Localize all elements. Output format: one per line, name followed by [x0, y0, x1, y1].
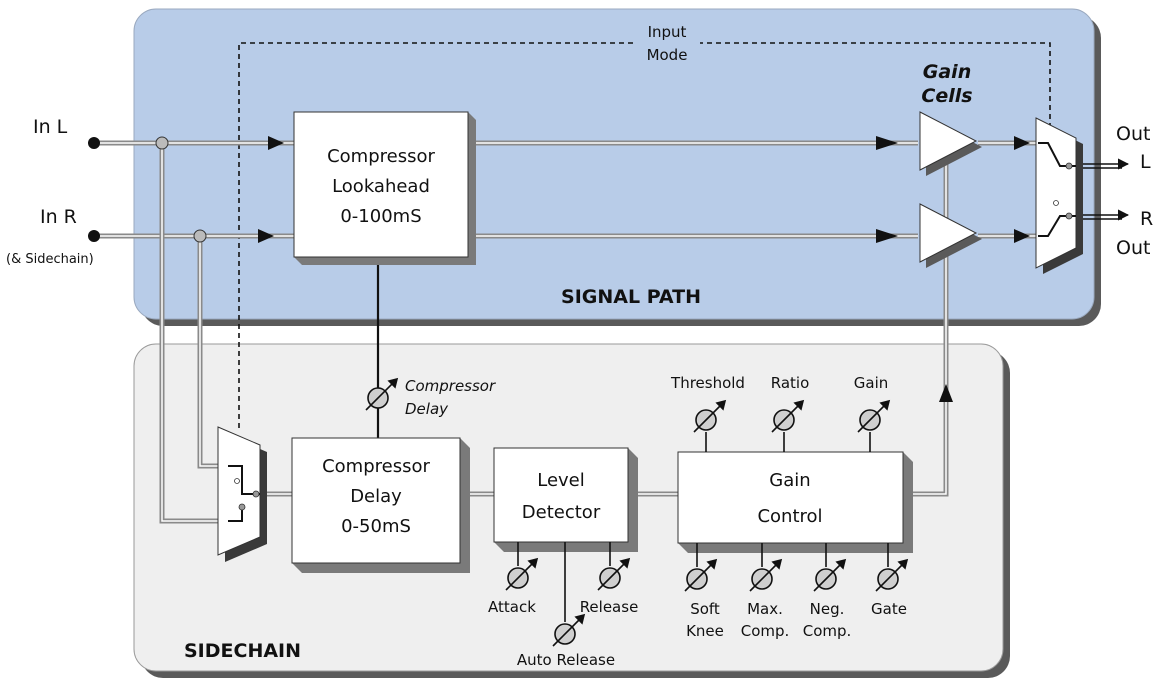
threshold-label: Threshold [670, 374, 745, 392]
soft-knee-label-line2: Knee [686, 622, 724, 640]
gain-cell-r [919, 203, 982, 268]
auto-release-knob-icon [552, 542, 586, 647]
neg-comp-label-line1: Neg. [810, 600, 845, 618]
out-r-word: Out [1116, 237, 1150, 259]
compressor-delay-knob-icon [365, 377, 399, 411]
input-terminals [88, 136, 207, 243]
gain-cells-label-line2: Cells [921, 85, 972, 107]
input-mode-path [238, 42, 1051, 430]
max-comp-label-line1: Max. [747, 600, 783, 618]
out-l-letter: L [1140, 151, 1151, 173]
compressor-delay-label-line2: Delay [405, 400, 449, 418]
attack-label: Attack [488, 598, 536, 616]
delay-line2: Delay [350, 486, 402, 507]
gain-control-line1: Gain [769, 470, 810, 491]
auto-release-label: Auto Release [517, 651, 615, 669]
lookahead-line1: Compressor [327, 146, 435, 167]
signal-path-region [133, 8, 1101, 326]
gain-label: Gain [854, 374, 889, 392]
sidechain-title: SIDECHAIN [184, 640, 301, 662]
input-mode-label-line1: Input [648, 23, 687, 41]
ratio-label: Ratio [771, 374, 810, 392]
release-label: Release [580, 598, 639, 616]
signal-arrows [258, 136, 1030, 402]
in-r-label: In R [40, 206, 77, 228]
lookahead-line2: Lookahead [332, 176, 430, 197]
threshold-knob-icon [693, 399, 727, 452]
gain-control-block: Gain Control [677, 451, 913, 553]
max-comp-label-line2: Comp. [741, 622, 790, 640]
out-r-letter: R [1140, 208, 1153, 230]
ratio-knob-icon [771, 399, 805, 452]
lookahead-block: Compressor Lookahead 0-100mS [293, 111, 476, 265]
compressor-delay-label-line1: Compressor [405, 377, 496, 395]
neg-comp-knob-icon [813, 543, 847, 592]
in-l-label: In L [33, 116, 68, 138]
gain-cell-l [919, 111, 982, 176]
gain-cells-label-line1: Gain [923, 61, 971, 83]
gate-label: Gate [871, 600, 907, 618]
input-mode-label-line2: Mode [647, 46, 688, 64]
out-l-word: Out [1116, 123, 1150, 145]
neg-comp-label-line2: Comp. [803, 622, 852, 640]
soft-knee-label-line1: Soft [690, 600, 720, 618]
delay-line1: Compressor [322, 456, 430, 477]
gain-knob-icon [857, 399, 891, 452]
soft-knee-knob-icon [684, 543, 718, 592]
delay-line3: 0-50mS [341, 516, 411, 537]
output-switch [1035, 117, 1083, 274]
in-r-note: (& Sidechain) [6, 252, 94, 267]
detector-line2: Detector [522, 502, 601, 523]
gain-control-line2: Control [757, 506, 822, 527]
signal-path-title: SIGNAL PATH [561, 286, 701, 308]
attack-knob-icon [505, 542, 539, 591]
release-knob-icon [597, 542, 631, 591]
gate-knob-icon [875, 543, 909, 592]
sidechain-input-switch [217, 426, 267, 562]
max-comp-knob-icon [749, 543, 783, 592]
detector-line1: Level [537, 470, 585, 491]
detector-block: Level Detector [493, 447, 638, 552]
pots [365, 377, 909, 647]
delay-block: Compressor Delay 0-50mS [291, 437, 470, 573]
lookahead-line3: 0-100mS [340, 206, 421, 227]
